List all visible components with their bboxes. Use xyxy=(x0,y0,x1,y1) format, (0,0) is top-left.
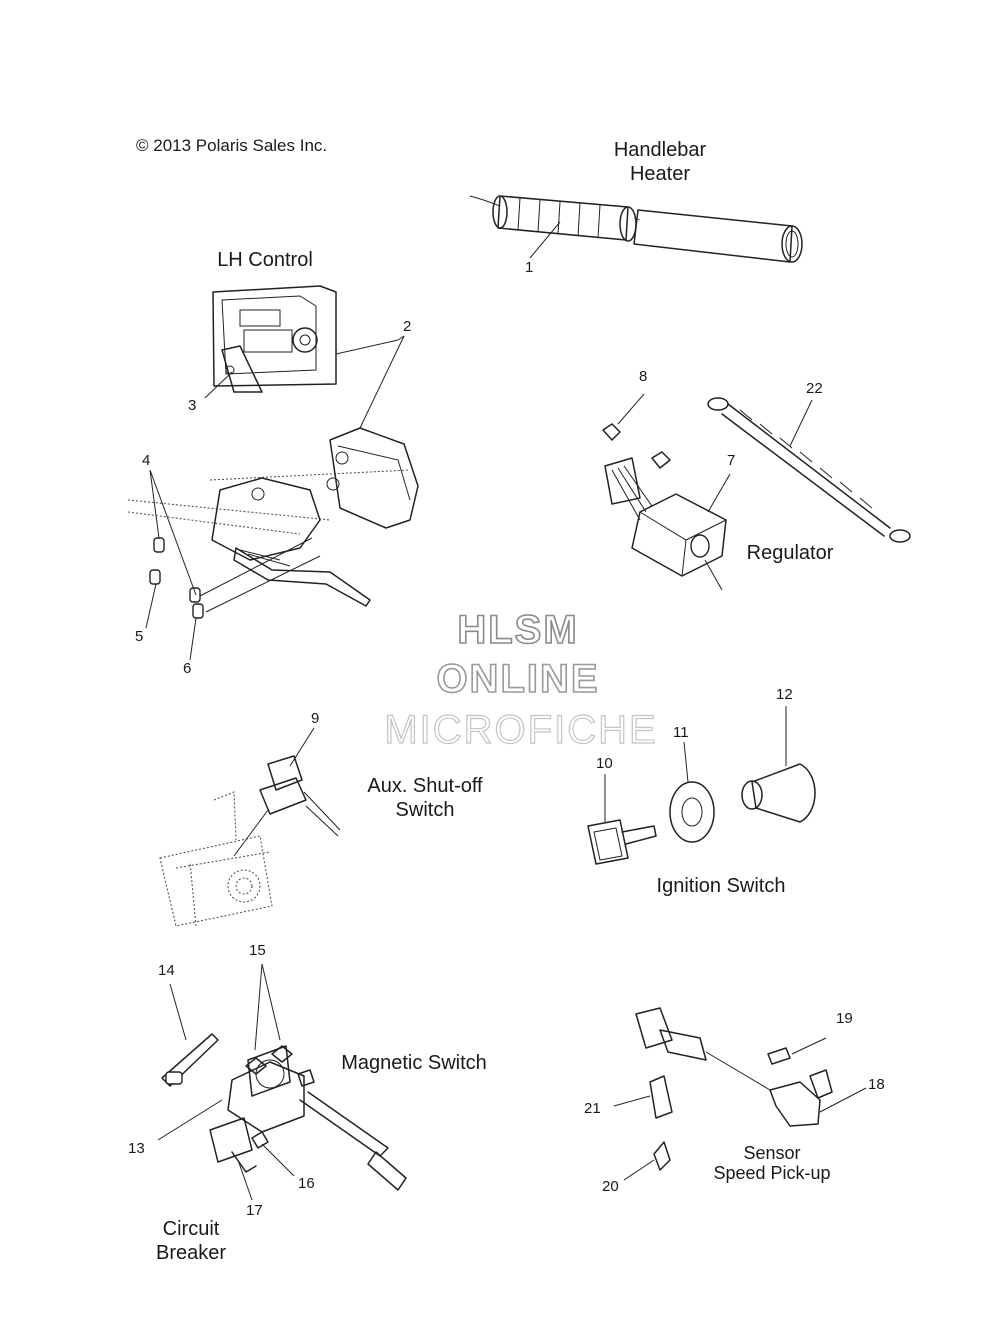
lh-control-assembly xyxy=(127,335,419,661)
callout-13: 13 xyxy=(128,1140,145,1157)
watermark-line2: ONLINE xyxy=(436,656,600,702)
callout-21: 21 xyxy=(584,1100,601,1117)
circuit-breaker-title-line1: Circuit xyxy=(162,1218,220,1240)
sensor-title-line2: Speed Pick-up xyxy=(713,1163,831,1183)
callout-15: 15 xyxy=(249,942,266,959)
aux-shutoff-title-line1: Aux. Shut-off xyxy=(367,775,483,797)
circuit-breaker-title: Circuit Breaker xyxy=(146,1217,236,1265)
callout-19: 19 xyxy=(836,1010,853,1027)
watermark-line1: HLSM xyxy=(457,607,579,653)
regulator-title: Regulator xyxy=(746,542,834,564)
sensor-title-line1: Sensor xyxy=(743,1143,801,1163)
callout-5: 5 xyxy=(135,628,144,645)
handlebar-heater-title-line2: Heater xyxy=(629,163,691,185)
callout-10: 10 xyxy=(596,755,613,772)
callout-2: 2 xyxy=(403,318,412,335)
sensor-title: Sensor Speed Pick-up xyxy=(700,1143,844,1183)
magnetic-switch-drawing xyxy=(157,963,407,1201)
watermark-line3: MICROFICHE xyxy=(384,707,658,752)
callout-18: 18 xyxy=(868,1076,885,1093)
callout-12: 12 xyxy=(776,686,793,703)
aux-shutoff-title: Aux. Shut-off Switch xyxy=(348,774,502,822)
callout-7: 7 xyxy=(727,452,736,469)
ignition-switch-drawing xyxy=(587,706,816,865)
copyright-text: © 2013 Polaris Sales Inc. xyxy=(136,136,328,155)
callout-17: 17 xyxy=(246,1202,263,1219)
callout-9: 9 xyxy=(311,710,320,727)
callout-3: 3 xyxy=(188,397,197,414)
callout-11: 11 xyxy=(673,724,689,741)
callout-1: 1 xyxy=(525,259,534,276)
handlebar-heater-title-line1: Handlebar xyxy=(613,139,707,161)
magnetic-switch-title: Magnetic Switch xyxy=(341,1052,487,1074)
ground-strap-drawing xyxy=(707,397,911,543)
handlebar-heater-drawing xyxy=(469,195,803,263)
circuit-breaker-title-line2: Breaker xyxy=(155,1242,227,1264)
lh-control-inset xyxy=(204,285,405,399)
callout-16: 16 xyxy=(298,1175,315,1192)
aux-shutoff-drawing xyxy=(159,727,341,927)
handlebar-heater-title: Handlebar Heater xyxy=(590,138,730,186)
callout-20: 20 xyxy=(602,1178,619,1195)
lh-control-title: LH Control xyxy=(217,249,313,271)
sensor-drawing xyxy=(613,1007,867,1181)
callout-14: 14 xyxy=(158,962,175,979)
regulator-drawing xyxy=(602,393,731,591)
callout-8: 8 xyxy=(639,368,648,385)
callout-4: 4 xyxy=(142,452,151,469)
callout-22: 22 xyxy=(806,380,823,397)
ignition-switch-title: Ignition Switch xyxy=(656,875,786,897)
aux-shutoff-title-line2: Switch xyxy=(395,799,455,821)
callout-6: 6 xyxy=(183,660,192,677)
